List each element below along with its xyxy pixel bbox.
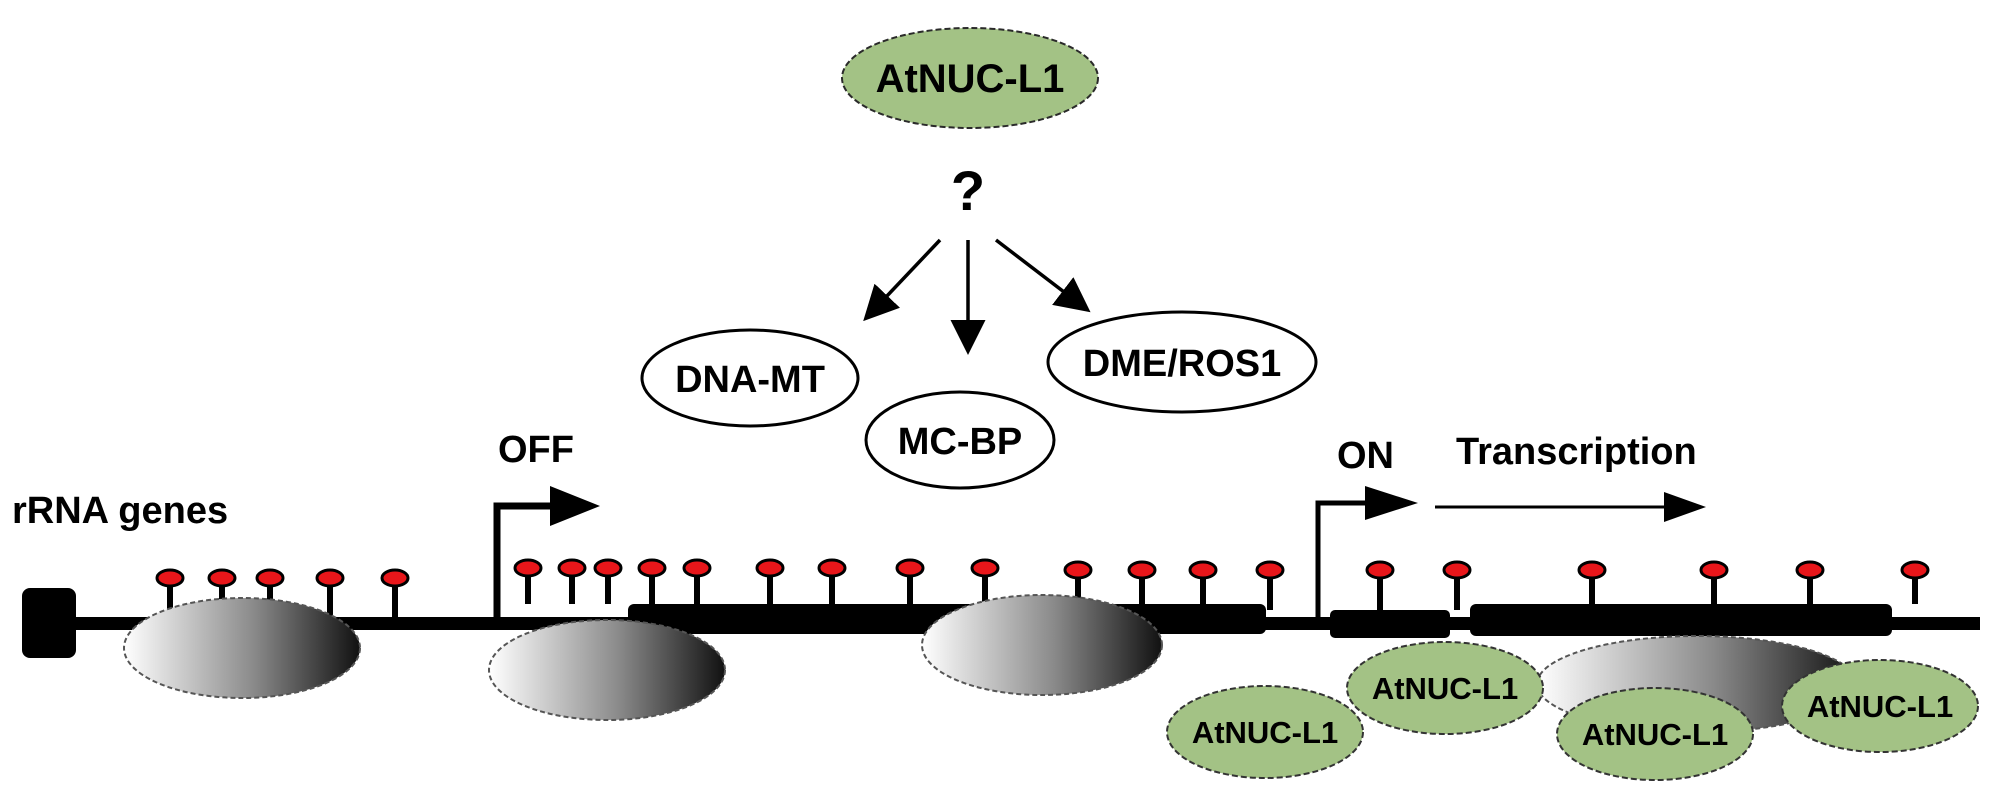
- arrow-to-dna-mt: [863, 238, 942, 322]
- methylation-head: [1795, 560, 1825, 580]
- methylation-mark: [1127, 560, 1157, 604]
- backbone-thick-3: [1470, 604, 1892, 636]
- methylation-mark: [1442, 560, 1472, 610]
- nucleosome: [921, 594, 1163, 696]
- methylation-head: [255, 568, 285, 588]
- rrna-genes-label: rRNA genes: [12, 490, 228, 532]
- top-factor-ellipse: [841, 27, 1099, 129]
- bound-factor-ellipse: [1346, 641, 1544, 735]
- methylation-mark: [755, 558, 785, 604]
- methylation-mark: [1699, 560, 1729, 604]
- methylation-head: [207, 568, 237, 588]
- off-label: OFF: [498, 429, 574, 471]
- methylation-head: [315, 568, 345, 588]
- methylation-head: [1577, 560, 1607, 580]
- methylation-head: [1063, 560, 1093, 580]
- bound-factor-ellipse: [1781, 659, 1979, 753]
- methylation-mark: [817, 558, 847, 604]
- methylation-head: [1365, 560, 1395, 580]
- dme-ros1-ellipse: [1046, 310, 1318, 414]
- gene-end-cap: [22, 588, 76, 658]
- methylation-head: [755, 558, 785, 578]
- methylation-head: [513, 558, 543, 578]
- methylation-mark: [895, 558, 925, 604]
- on-label: ON: [1337, 435, 1394, 477]
- methylation-head: [682, 558, 712, 578]
- methylation-head: [637, 558, 667, 578]
- transcription-arrow-head: [1664, 492, 1706, 522]
- bound-factor-label: AtNUC-L1: [1807, 689, 1953, 724]
- bound-factor-label: AtNUC-L1: [1372, 671, 1518, 706]
- methylation-mark: [637, 558, 667, 604]
- methylation-mark: [1900, 560, 1930, 604]
- methylation-mark: [1365, 560, 1395, 610]
- bound-factor-ellipse: [1556, 687, 1754, 781]
- bound-factor-node: AtNUC-L1: [1556, 687, 1754, 781]
- dna-mt-label: DNA-MT: [675, 359, 825, 401]
- nucleosomes: [123, 594, 1858, 733]
- methylation-head: [593, 558, 623, 578]
- methylation-mark: [380, 568, 410, 618]
- dme-ros1-label: DME/ROS1: [1083, 343, 1281, 385]
- methylation-head: [1442, 560, 1472, 580]
- mc-bp-label: MC-BP: [898, 421, 1023, 463]
- bound-factor-label: AtNUC-L1: [1582, 717, 1728, 752]
- methylation-mark: [255, 568, 285, 618]
- on-promoter-stem: [1315, 500, 1370, 622]
- nucleosome: [488, 619, 726, 721]
- methylation-mark: [1795, 560, 1825, 604]
- methylation-head: [1900, 560, 1930, 580]
- methylation-head: [1255, 560, 1285, 580]
- pathway-arrows: [863, 238, 1091, 355]
- off-promoter-head: [550, 486, 600, 526]
- bound-factor-label: AtNUC-L1: [1192, 715, 1338, 750]
- methylation-head: [380, 568, 410, 588]
- methylation-head: [1699, 560, 1729, 580]
- on-promoter-arrow: [1315, 486, 1418, 622]
- methylation-head: [817, 558, 847, 578]
- methylation-head: [1127, 560, 1157, 580]
- off-promoter-arrow: [493, 486, 600, 622]
- transcription-arrow: [1435, 492, 1706, 522]
- methylation-mark: [207, 568, 237, 618]
- methylation-head: [895, 558, 925, 578]
- dna-mt-ellipse: [640, 328, 860, 428]
- bound-factor-node: AtNUC-L1: [1166, 685, 1364, 779]
- methylation-mark: [513, 558, 543, 604]
- methylation-head: [557, 558, 587, 578]
- on-promoter-head: [1365, 486, 1418, 520]
- methylation-mark: [593, 558, 623, 604]
- bound-factors: AtNUC-L1 AtNUC-L1 AtNUC-L1 AtNUC-L1: [1166, 641, 1979, 781]
- methylation-mark: [1255, 560, 1285, 610]
- methylation-mark: [1577, 560, 1607, 604]
- methylation-mark: [557, 558, 587, 604]
- top-factor-label: AtNUC-L1: [876, 57, 1065, 101]
- mc-bp-ellipse: [864, 390, 1056, 490]
- target-mc-bp: MC-BP: [864, 390, 1056, 490]
- bound-factor-ellipse: [1166, 685, 1364, 779]
- target-dme-ros1: DME/ROS1: [1046, 310, 1318, 414]
- methylation-head: [1188, 560, 1218, 580]
- methylation-mark: [970, 558, 1000, 604]
- bound-factor-node: AtNUC-L1: [1781, 659, 1979, 753]
- target-dna-mt: DNA-MT: [640, 328, 860, 428]
- off-promoter-stem: [493, 502, 555, 622]
- methylation-head: [970, 558, 1000, 578]
- question-mark: ?: [951, 159, 985, 222]
- transcription-label: Transcription: [1456, 431, 1697, 473]
- methylation-head: [155, 568, 185, 588]
- methylation-marks: [155, 558, 1930, 618]
- methylation-mark: [682, 558, 712, 604]
- methylation-mark: [1188, 560, 1218, 604]
- arrow-to-dme-ros1: [994, 238, 1091, 313]
- bound-factor-node: AtNUC-L1: [1346, 641, 1544, 735]
- nucleosome: [123, 597, 361, 699]
- backbone-thick-2: [1330, 610, 1450, 638]
- methylation-mark: [315, 568, 345, 618]
- top-factor-node: AtNUC-L1: [841, 27, 1099, 129]
